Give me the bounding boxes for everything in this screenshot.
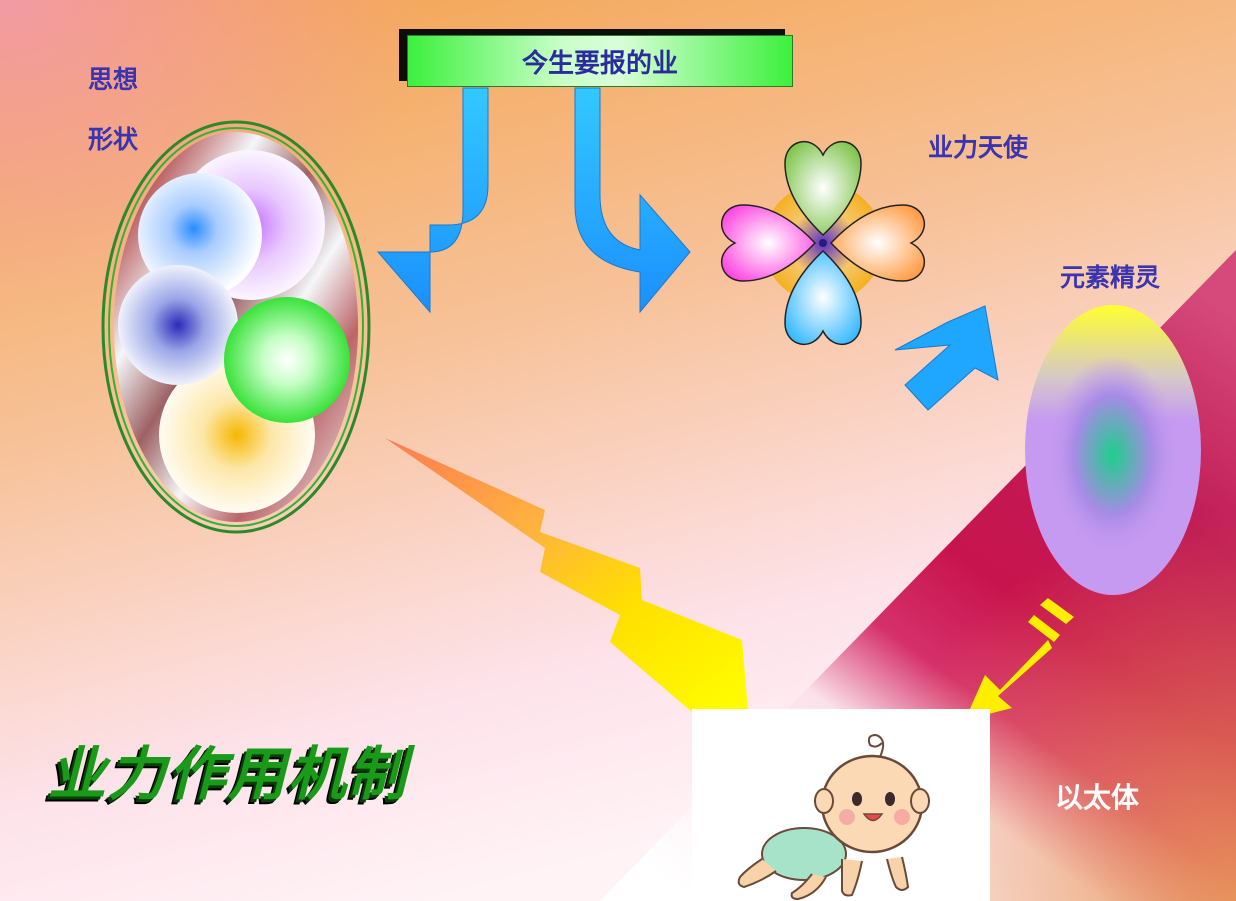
crawling-baby-icon: [737, 733, 930, 901]
arrow-left-blue-icon: [376, 87, 489, 314]
arrow-yellow-icon: [965, 598, 1074, 720]
lightning-arrow-icon: [385, 438, 748, 712]
elemental-label: 元素精灵: [1060, 263, 1161, 292]
four-heart-clover-icon: [720, 140, 926, 346]
thought-forms-ellipse-icon: [101, 120, 371, 534]
thought-label-line2: 形状: [88, 125, 139, 154]
current-life-karma-box: 今生要报的业: [407, 35, 793, 87]
baby-panel: [692, 709, 990, 901]
arrow-diagonal-blue-icon: [894, 305, 999, 411]
thought-label-line1: 思想: [88, 65, 139, 94]
etheric-body-label: 以太体: [1055, 781, 1140, 814]
current-life-karma-label: 今生要报的业: [521, 48, 678, 79]
main-title: 业力作用机制: [48, 740, 409, 808]
karma-angel-label: 业力天使: [928, 133, 1029, 162]
elemental-oval-icon: [1025, 305, 1201, 595]
arrow-right-blue-icon: [574, 87, 691, 314]
